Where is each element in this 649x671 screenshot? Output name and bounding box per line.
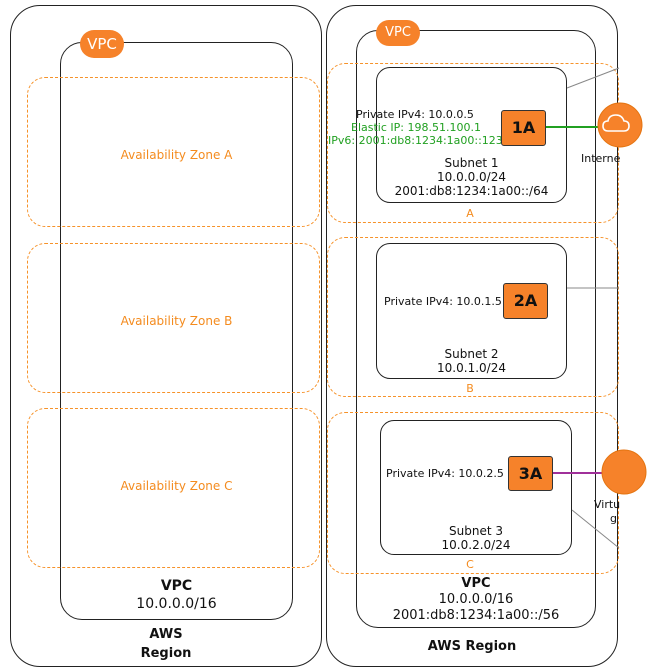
subnet-1-cidr4: 10.0.0.0/24 (437, 170, 506, 184)
vpc-box-left (60, 42, 293, 620)
vgw-label-line2: g (610, 512, 617, 525)
subnet-1-name: Subnet 1 (444, 156, 499, 170)
aws-region-left (10, 5, 322, 667)
subnet-3-route-line (571, 509, 620, 549)
az-a-label: Availability Zone A (120, 148, 233, 162)
vpc-badge-label-right: VPC (385, 25, 411, 40)
subnet-1-box (376, 67, 567, 203)
subnet-1-route-line (566, 67, 620, 89)
availability-zone-b-left (27, 243, 320, 393)
az-c-letter: C (466, 558, 474, 571)
subnet-2-private-ipv4: Private IPv4: 10.0.1.5 (384, 295, 502, 308)
vpc-box-right (356, 30, 596, 628)
region-label-left-line2: Region (140, 646, 192, 661)
subnet-3-private-ipv4: Private IPv4: 10.0.2.5 (386, 467, 504, 480)
vpc-cloud-icon-right: VPC (376, 20, 420, 46)
vpc-badge-label: VPC (87, 35, 117, 53)
subnet-3-cidr4: 10.0.2.0/24 (441, 538, 511, 552)
subnet-2-name: Subnet 2 (444, 347, 499, 361)
subnet-3-box (380, 420, 572, 555)
instance-1a[interactable]: 1A (501, 110, 546, 146)
vgw-label-line1: Virtu (594, 498, 621, 511)
instance-3a[interactable]: 3A (508, 456, 553, 491)
subnet-1-private-ipv4: Private IPv4: 10.0.0.5 (356, 108, 474, 121)
subnet-1-cidr6: 2001:db8:1234:1a00::/64 (394, 184, 549, 198)
vpc-cidr-left: 10.0.0.0/16 (136, 596, 217, 612)
internet-gateway-icon (597, 102, 643, 148)
subnet-2-cidr4: 10.0.1.0/24 (437, 361, 506, 375)
internet-gateway-label: Interne (581, 152, 621, 165)
az-b-letter: B (466, 382, 474, 395)
cloud-icon (602, 114, 630, 132)
vpc-label-left: VPC (160, 578, 193, 594)
instance-2a[interactable]: 2A (503, 283, 548, 319)
availability-zone-b-right (327, 237, 619, 397)
vpc-cloud-icon-left: VPC (80, 30, 124, 58)
vpc-label-right: VPC (461, 576, 491, 591)
aws-region-right (326, 5, 618, 667)
az-b-label: Availability Zone B (120, 314, 233, 328)
az-c-label: Availability Zone C (120, 479, 233, 493)
subnet-3-name: Subnet 3 (449, 524, 503, 538)
region-label-left-line1: AWS (149, 627, 183, 642)
vpc-cidr6-right: 2001:db8:1234:1a00::/56 (392, 608, 560, 623)
subnet-1-elastic-ip: Elastic IP: 198.51.100.1 (351, 121, 481, 134)
region-label-right: AWS Region (427, 639, 517, 654)
virtual-private-gateway-icon (601, 449, 647, 495)
az-a-letter: A (466, 207, 474, 220)
availability-zone-a-left (27, 77, 320, 227)
subnet-1-ipv6: IPv6: 2001:db8:1234:1a00::123 (328, 134, 503, 147)
subnet-2-box (376, 243, 567, 379)
availability-zone-c-left (27, 408, 320, 568)
vpc-cidr4-right: 10.0.0.0/16 (438, 592, 514, 607)
